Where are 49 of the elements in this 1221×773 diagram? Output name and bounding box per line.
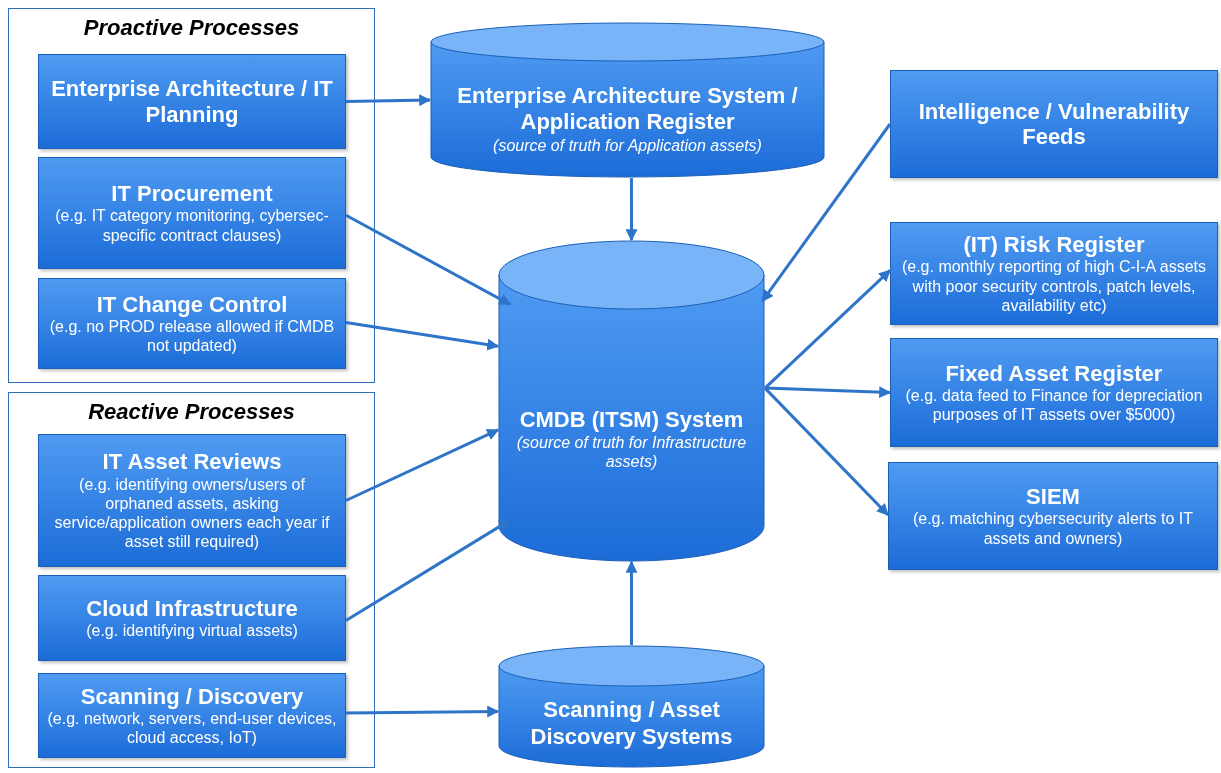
- node-title: IT Procurement: [111, 181, 273, 207]
- node-description: (source of truth for Infrastructure assets): [515, 433, 748, 472]
- node-title: Cloud Infrastructure: [86, 595, 298, 622]
- node-description: (e.g. identifying owners/users of orphaned assets, asking service/application owners each year if asset still required): [53, 474, 331, 552]
- node-description: (source of truth for Application assets): [493, 135, 762, 155]
- arrow: [763, 387, 890, 516]
- node-title: IT Asset Reviews: [102, 449, 282, 475]
- arrow: [345, 518, 512, 622]
- process-box: [890, 338, 1218, 447]
- process-box: [38, 54, 346, 149]
- node-title: SIEM: [1026, 484, 1080, 510]
- node-title: Enterprise Architecture / IT Planning: [50, 76, 334, 127]
- arrow: [345, 321, 500, 351]
- arrow: [763, 269, 892, 390]
- arrow: [345, 94, 432, 107]
- node-title: Fixed Asset Register: [945, 360, 1163, 386]
- node-title: Enterprise Architecture System / Application Register: [456, 83, 799, 136]
- arrow: [625, 178, 638, 242]
- node-description: (e.g. matching cybersecurity alerts to IT assets and owners): [911, 509, 1195, 548]
- arrow: [345, 213, 512, 306]
- process-box: [38, 673, 346, 758]
- group-heading: Proactive Processes: [82, 15, 301, 41]
- process-box: [38, 157, 346, 269]
- node-description: (e.g. identifying virtual assets): [86, 621, 298, 641]
- node-description: (e.g. no PROD release allowed if CMDB not updated): [48, 317, 336, 356]
- arrow: [346, 705, 500, 718]
- node-title: Scanning / Discovery: [80, 683, 304, 709]
- process-box: [38, 434, 346, 567]
- group-heading: Reactive Processes: [87, 399, 296, 425]
- process-box: [890, 70, 1218, 178]
- node-title: IT Change Control: [96, 291, 288, 317]
- node-title: Scanning / Asset Discovery Systems: [529, 697, 734, 750]
- process-box: [888, 462, 1218, 570]
- node-title: Intelligence / Vulnerability Feeds: [917, 98, 1191, 150]
- process-box: [38, 278, 346, 369]
- node-description: (e.g. monthly reporting of high C-I-A assets with poor security controls, patch levels, availability etc): [900, 257, 1208, 315]
- node-title: CMDB (ITSM) System: [519, 406, 744, 433]
- arrow: [764, 386, 892, 399]
- node-description: (e.g. data feed to Finance for depreciation purposes of IT assets over $5000): [904, 386, 1204, 425]
- arrow: [345, 428, 500, 502]
- group-panel: [8, 8, 375, 383]
- node-description: (e.g. IT category monitoring, cybersec-specific contract clauses): [54, 206, 330, 245]
- arrow: [625, 560, 638, 645]
- process-box: [890, 222, 1218, 325]
- group-panel: [8, 392, 375, 768]
- arrow: [761, 123, 892, 303]
- node-description: (e.g. network, servers, end-user devices, cloud access, IoT): [46, 709, 338, 748]
- node-title: (IT) Risk Register: [963, 232, 1145, 258]
- process-box: [38, 575, 346, 661]
